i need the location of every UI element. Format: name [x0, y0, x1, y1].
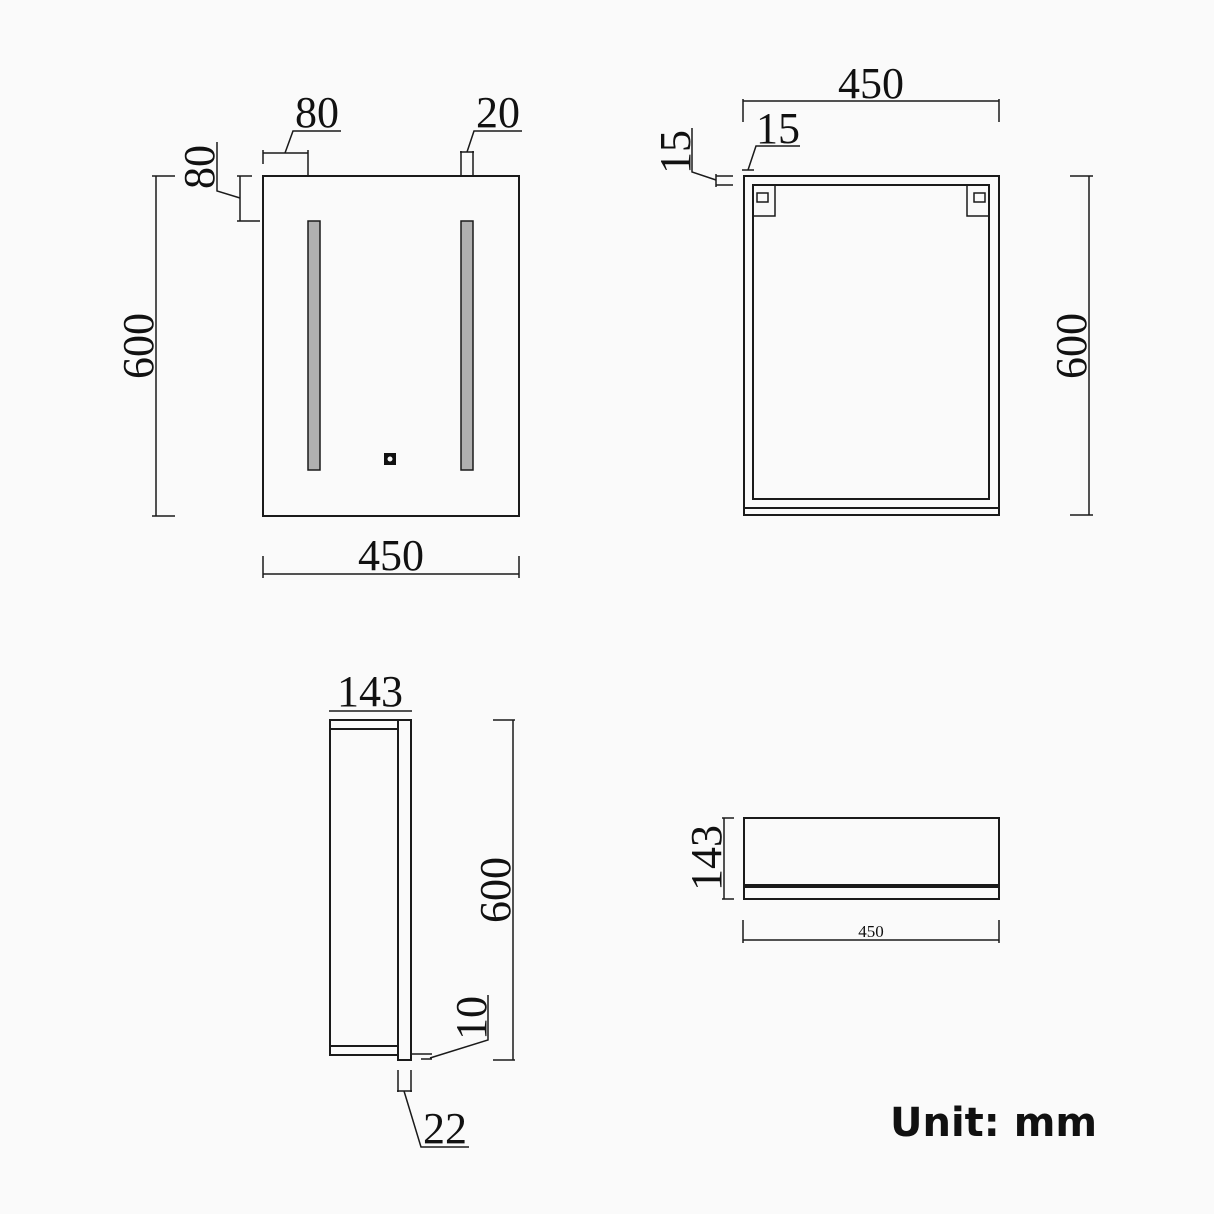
door-thickness-label: 22	[423, 1104, 467, 1153]
back-view: 450 600 15 15	[651, 59, 1096, 516]
left-led-strip	[307, 220, 321, 471]
side-cabinet-body	[329, 719, 399, 1056]
back-height-dimension: 600	[1047, 175, 1096, 516]
bottom-gap-dimension: 10	[411, 995, 496, 1060]
mounting-bracket-right	[966, 185, 989, 217]
top-depth-label: 143	[682, 825, 731, 891]
top-width-dimension: 450	[742, 920, 1000, 943]
frame-top-dimension: 15	[651, 128, 733, 187]
inner-frame	[752, 184, 990, 500]
top-view: 143 450	[682, 817, 1000, 943]
led-strip-width-dimension: 20	[460, 88, 522, 176]
front-cabinet-outline	[262, 175, 520, 517]
side-height-dimension: 600	[471, 719, 520, 1061]
side-height-label: 600	[471, 857, 520, 923]
front-height-label: 600	[114, 313, 163, 379]
front-width-dimension: 450	[262, 531, 520, 580]
led-side-offset-label: 80	[295, 88, 339, 137]
led-top-offset-dimension: 80	[175, 142, 260, 222]
side-depth-label: 143	[337, 667, 403, 716]
back-cabinet-outline	[743, 175, 1000, 516]
unit-label: Unit: mm	[890, 1100, 1098, 1146]
led-top-offset-label: 80	[175, 145, 224, 189]
frame-side-dimension: 15	[742, 104, 800, 171]
front-height-dimension: 600	[114, 175, 175, 517]
mounting-bracket-left	[753, 185, 776, 217]
top-depth-dimension: 143	[682, 817, 734, 900]
back-width-dimension: 450	[742, 59, 1000, 122]
top-door-panel	[743, 886, 1000, 900]
right-led-strip	[460, 220, 474, 471]
led-strip-width-label: 20	[476, 88, 520, 137]
door-thickness-dimension: 22	[397, 1070, 469, 1153]
top-width-label: 450	[858, 922, 884, 941]
front-width-label: 450	[358, 531, 424, 580]
side-view: 143 600 10 22	[329, 667, 520, 1153]
touch-sensor-icon	[384, 453, 396, 465]
top-cabinet-body	[743, 817, 1000, 886]
bottom-gap-label: 10	[447, 996, 496, 1040]
frame-side-label: 15	[756, 104, 800, 153]
side-depth-dimension: 143	[329, 667, 412, 716]
back-height-label: 600	[1047, 313, 1096, 379]
led-side-offset-dimension: 80	[262, 88, 341, 176]
frame-top-label: 15	[651, 130, 700, 174]
side-door-panel	[397, 719, 412, 1061]
front-view: 600 450 80 80	[114, 88, 522, 580]
back-width-label: 450	[838, 59, 904, 108]
